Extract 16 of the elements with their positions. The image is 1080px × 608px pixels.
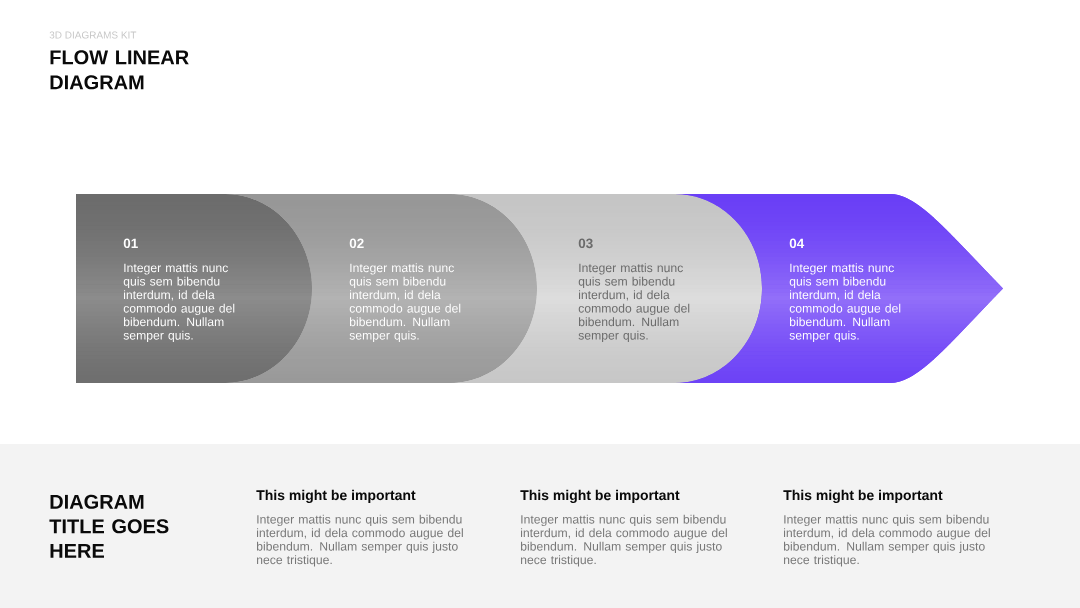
step-number: 04 bbox=[789, 238, 805, 249]
column-heading: This might be important bbox=[256, 489, 416, 503]
step-text: Integer mattis nunc quis sem bibendu interdum, id dela commodo augue del bibendum. Nullam semper quis. bbox=[578, 263, 690, 343]
column-text: Integer mattis nunc quis sem bibendu interdum, id dela commodo augue del bibendum. Nullam semper quis justo nece tristique. bbox=[257, 514, 463, 567]
step-text: Integer mattis nunc quis sem bibendu interdum, id dela commodo augue del bibendum. Nullam semper quis. bbox=[789, 263, 901, 343]
step-number: 02 bbox=[349, 238, 364, 249]
column-text: Integer mattis nunc quis sem bibendu interdum, id dela commodo augue del bibendum. Nullam semper quis justo nece tristique. bbox=[521, 514, 727, 567]
step-text: Integer mattis nunc quis sem bibendu interdum, id dela commodo augue del bibendum. Nullam semper quis. bbox=[123, 263, 235, 343]
step-number: 01 bbox=[123, 238, 138, 249]
column-text: Integer mattis nunc quis sem bibendu interdum, id dela commodo augue del bibendum. Nullam semper quis justo nece tristique. bbox=[784, 514, 990, 567]
column-heading: This might be important bbox=[520, 489, 680, 503]
column-heading: This might be important bbox=[783, 489, 943, 503]
step-text: Integer mattis nunc quis sem bibendu interdum, id dela commodo augue del bibendum. Nullam semper quis. bbox=[349, 263, 461, 343]
step-number: 03 bbox=[578, 238, 593, 249]
page-title: FLOW LINEAR DIAGRAM bbox=[50, 50, 189, 90]
panel-title: DIAGRAM TITLE GOES HERE bbox=[49, 494, 169, 558]
